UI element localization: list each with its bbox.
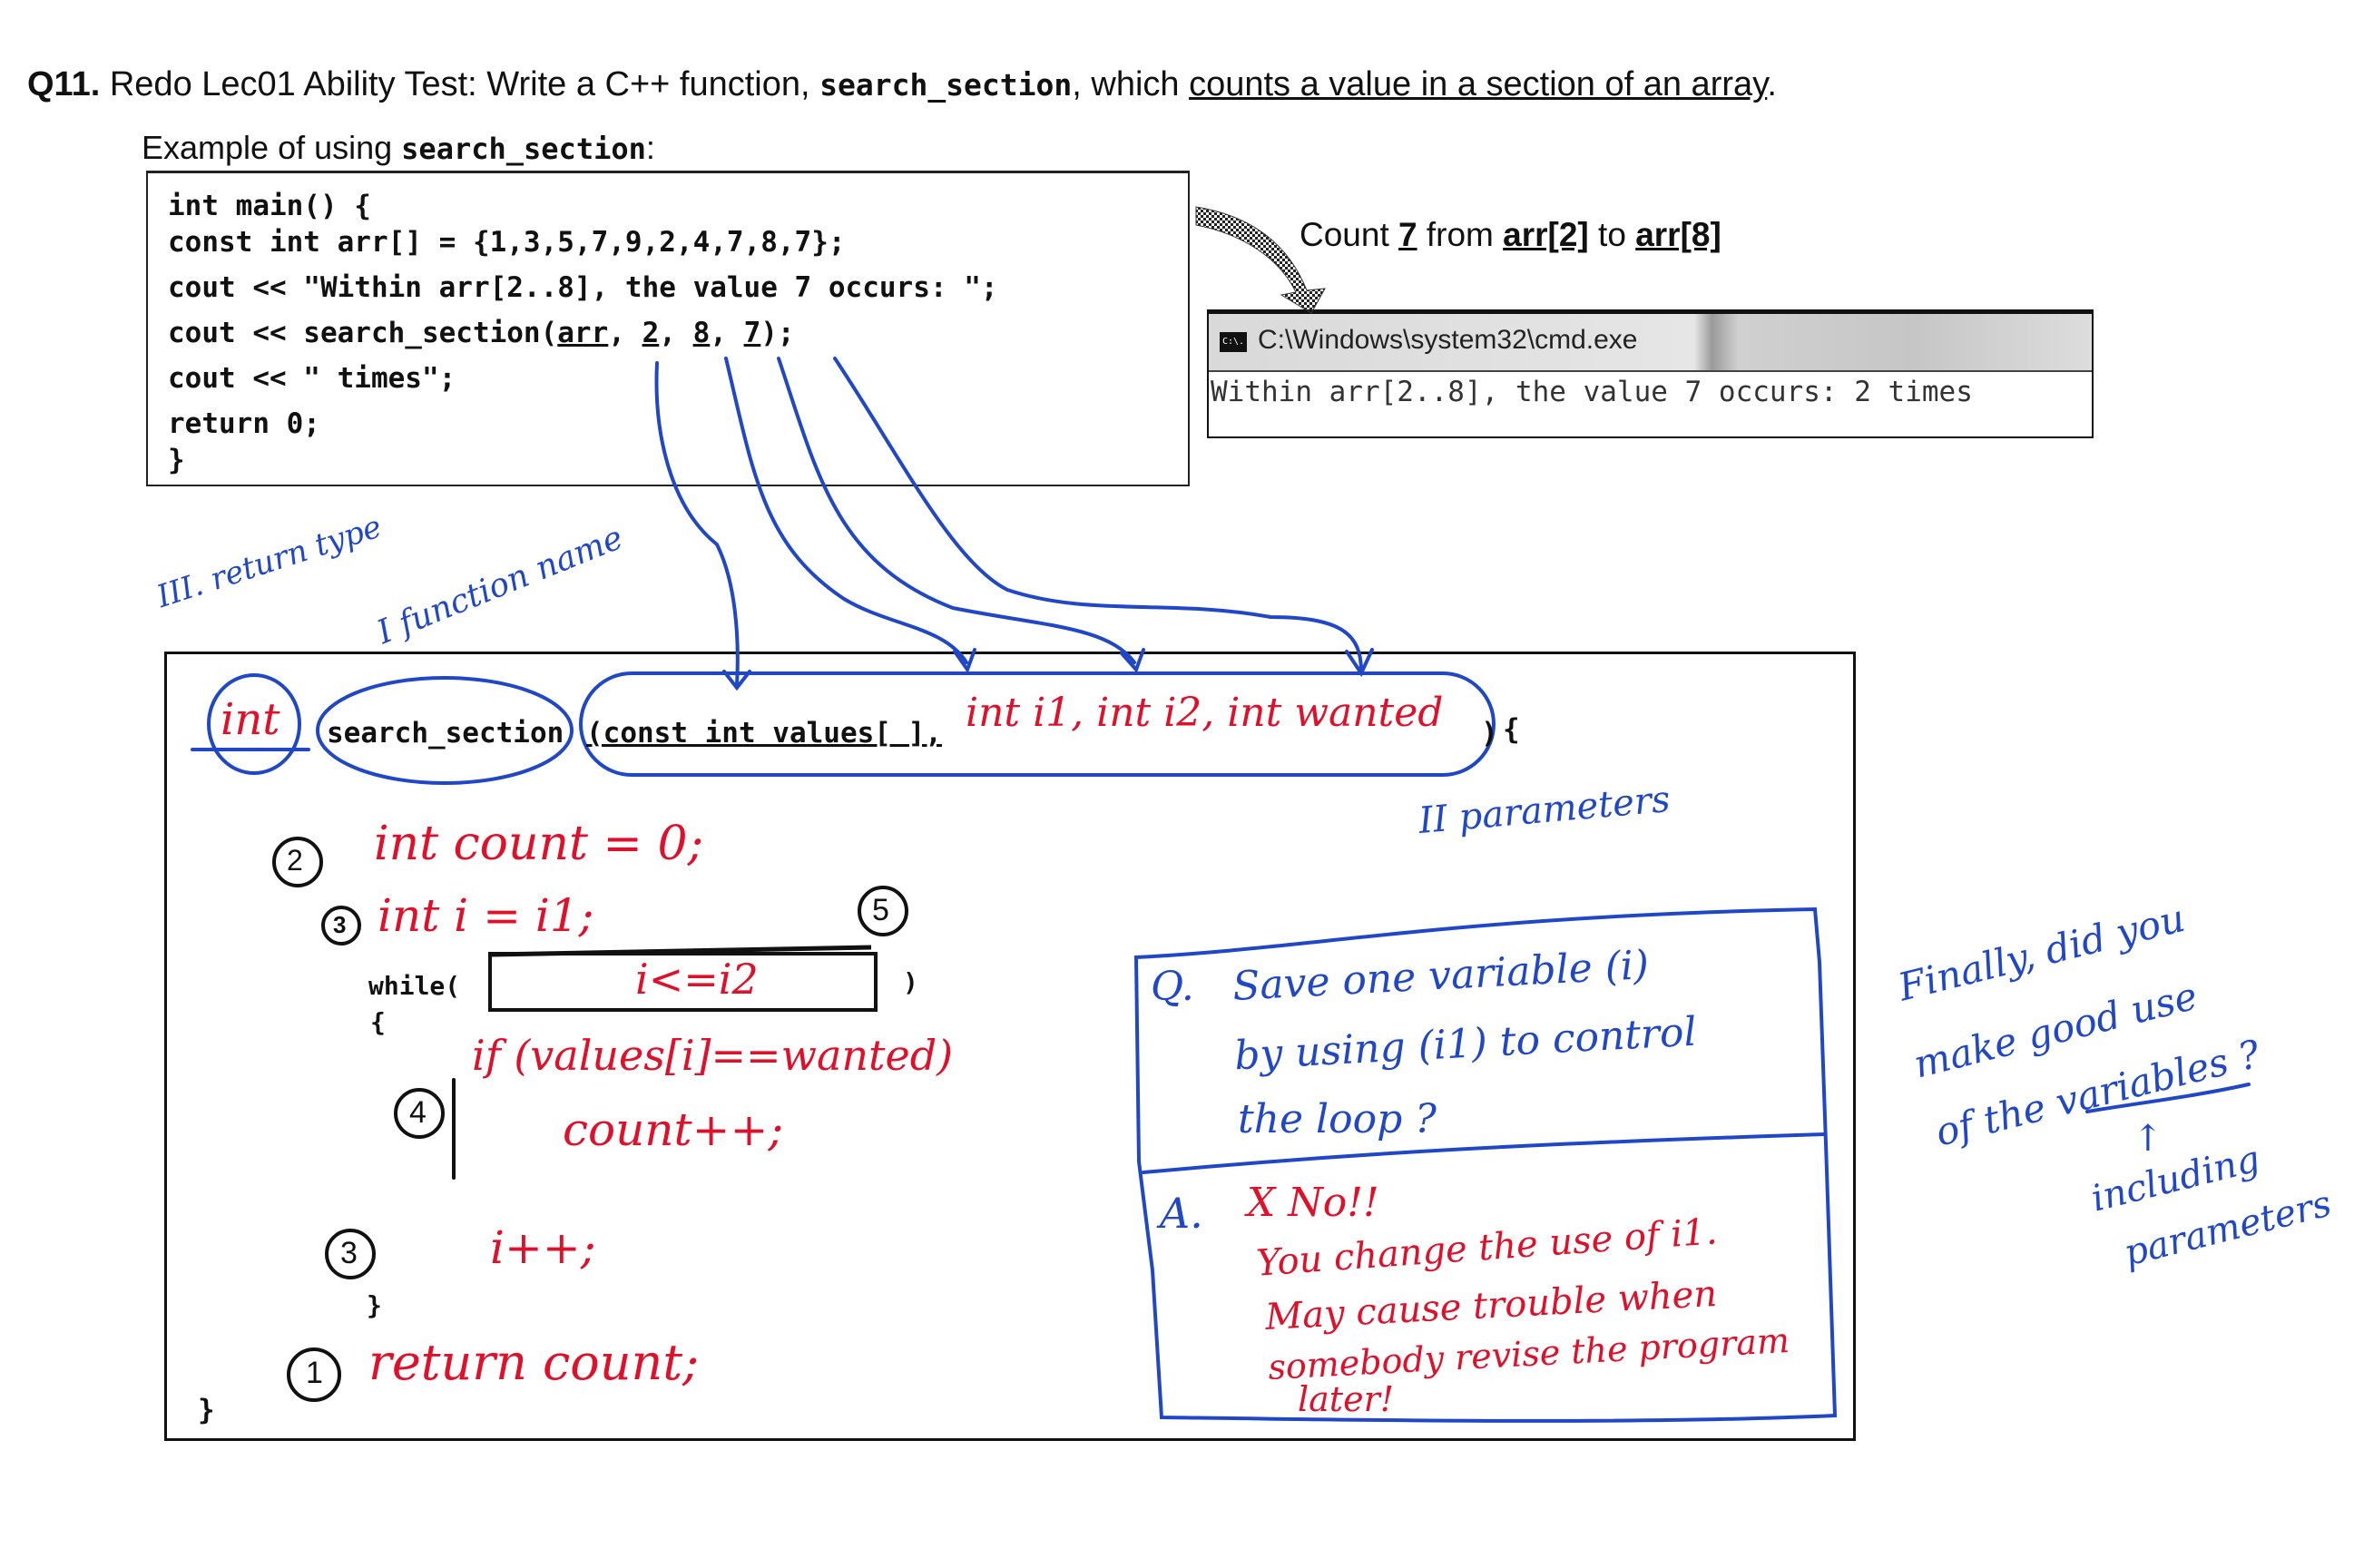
step-1-number: 1 xyxy=(306,1356,323,1390)
arrow-arr-to-values xyxy=(654,361,740,687)
code-call-suffix: ); xyxy=(760,317,795,349)
question-text-middle: , which xyxy=(1072,65,1190,103)
step-3b-number: 3 xyxy=(340,1236,358,1270)
step-2-circle xyxy=(272,837,323,887)
count-note-text: from xyxy=(1417,216,1504,253)
if-line: if (values[i]==wanted) xyxy=(472,1031,954,1080)
function-close-brace: } xyxy=(198,1394,215,1426)
question-underlined: counts a value in a section of an array xyxy=(1189,65,1768,103)
step-3-circle xyxy=(321,906,361,946)
while-condition: i<=i2 xyxy=(635,955,759,1004)
while-condition-box xyxy=(488,952,878,1012)
cmd-title-bar: C:\. C:\Windows\system32\cmd.exe xyxy=(1209,314,2092,372)
code-arg: 8 xyxy=(692,317,711,349)
arrow-7-to-wanted xyxy=(833,357,1363,673)
parameter-printed: (const int values[ ], xyxy=(586,717,942,750)
loop-open-brace: { xyxy=(370,1007,386,1037)
arrowhead-icon xyxy=(1120,648,1145,673)
qa-answer-label: A. xyxy=(1160,1189,1203,1238)
step-5-circle xyxy=(858,886,908,936)
code-sep: , xyxy=(710,317,744,349)
example-label: Example of using search_section: xyxy=(142,129,655,167)
code-line: return 0; xyxy=(168,407,320,440)
code-sep: , xyxy=(659,317,693,349)
line-int-i: int i = i1; xyxy=(378,889,594,942)
loop-close-brace: } xyxy=(367,1290,382,1320)
code-call-prefix: cout << search_section( xyxy=(168,317,558,349)
question-text-end: . xyxy=(1767,65,1777,103)
example-text: Example of using xyxy=(142,129,402,166)
code-sep: , xyxy=(608,317,642,349)
cmd-icon: C:\. xyxy=(1220,332,1247,352)
checkered-arrow-icon xyxy=(1195,206,1326,314)
code-arg: arr xyxy=(557,317,609,349)
count-note-text: to xyxy=(1588,216,1636,253)
code-line: cout << " times"; xyxy=(168,362,456,395)
code-line: int main() { xyxy=(168,190,371,222)
question-function-name: search_section xyxy=(819,67,1073,103)
return-type-int: int xyxy=(221,694,280,745)
step-1-circle xyxy=(287,1348,341,1402)
qa-answer-line: later! xyxy=(1298,1379,1395,1419)
code-line: } xyxy=(168,444,185,476)
while-keyword: while( xyxy=(368,971,461,1001)
count-note: Count 7 from arr[2] to arr[8] xyxy=(1300,216,1721,254)
up-arrow-icon: ↑ xyxy=(2133,1118,2163,1160)
example-function-name: search_section xyxy=(401,132,646,166)
code-line-call: cout << search_section(arr, 2, 8, 7); xyxy=(168,317,795,349)
code-line: cout << "Within arr[2..8], the value 7 o… xyxy=(168,271,998,304)
function-definition-box xyxy=(164,652,1856,1441)
cmd-window: C:\. C:\Windows\system32\cmd.exe Within … xyxy=(1207,309,2094,438)
function-name: search_section xyxy=(327,717,564,750)
cmd-output: Within arr[2..8], the value 7 occurs: 2 … xyxy=(1211,376,1973,408)
parameter-values: (const int values[ ], xyxy=(586,717,942,750)
arrow-2-to-i1 xyxy=(724,357,968,664)
while-close-paren: ) xyxy=(903,967,918,997)
arrowhead-icon xyxy=(953,648,976,674)
code-arg: 2 xyxy=(642,317,660,349)
parameter-handwritten: int i1, int i2, int wanted xyxy=(966,690,1444,736)
code-arg: 7 xyxy=(743,317,761,349)
count-increment: count++; xyxy=(563,1103,784,1156)
arrowhead-icon xyxy=(722,670,751,691)
count-note-start: arr[2] xyxy=(1503,216,1589,253)
step-5-number: 5 xyxy=(872,893,889,927)
code-line: const int arr[] = {1,3,5,7,9,2,4,7,8,7}; xyxy=(168,226,846,259)
count-note-end: arr[8] xyxy=(1635,216,1721,253)
step-4-number: 4 xyxy=(409,1095,427,1130)
cmd-title: C:\Windows\system32\cmd.exe xyxy=(1258,325,1638,355)
qa-answer-line: X No!! xyxy=(1247,1180,1379,1226)
question-title: Q11. Redo Lec01 Ability Test: Write a C+… xyxy=(27,65,1777,104)
i-increment: i++; xyxy=(490,1221,596,1274)
step-2-number: 2 xyxy=(287,844,303,877)
open-brace: { xyxy=(1503,713,1520,746)
line-int-count: int count = 0; xyxy=(374,817,704,871)
step-4-circle xyxy=(394,1088,445,1139)
question-number: Q11. xyxy=(27,65,101,103)
function-name-circle xyxy=(316,676,574,785)
example-colon: : xyxy=(645,129,655,166)
close-paren: ) xyxy=(1481,717,1498,750)
step-3b-circle xyxy=(325,1229,376,1279)
qa-question-label: Q. xyxy=(1151,964,1194,1010)
count-note-text: Count xyxy=(1300,216,1399,253)
variables-underline xyxy=(2085,1083,2251,1113)
return-line: return count; xyxy=(368,1334,700,1391)
qa-question-line: the loop ? xyxy=(1238,1096,1437,1142)
parameters-circle xyxy=(579,671,1496,777)
count-note-value: 7 xyxy=(1398,216,1417,253)
return-type-circle xyxy=(207,673,301,775)
code-example-box: int main() { const int arr[] = {1,3,5,7,… xyxy=(146,171,1190,486)
qa-box-outline xyxy=(1133,906,1838,1423)
arrow-8-to-i2 xyxy=(777,357,1136,664)
question-text: Redo Lec01 Ability Test: Write a C++ fun… xyxy=(100,65,820,103)
step-3-number: 3 xyxy=(333,911,347,938)
qa-divider xyxy=(1142,1132,1826,1174)
